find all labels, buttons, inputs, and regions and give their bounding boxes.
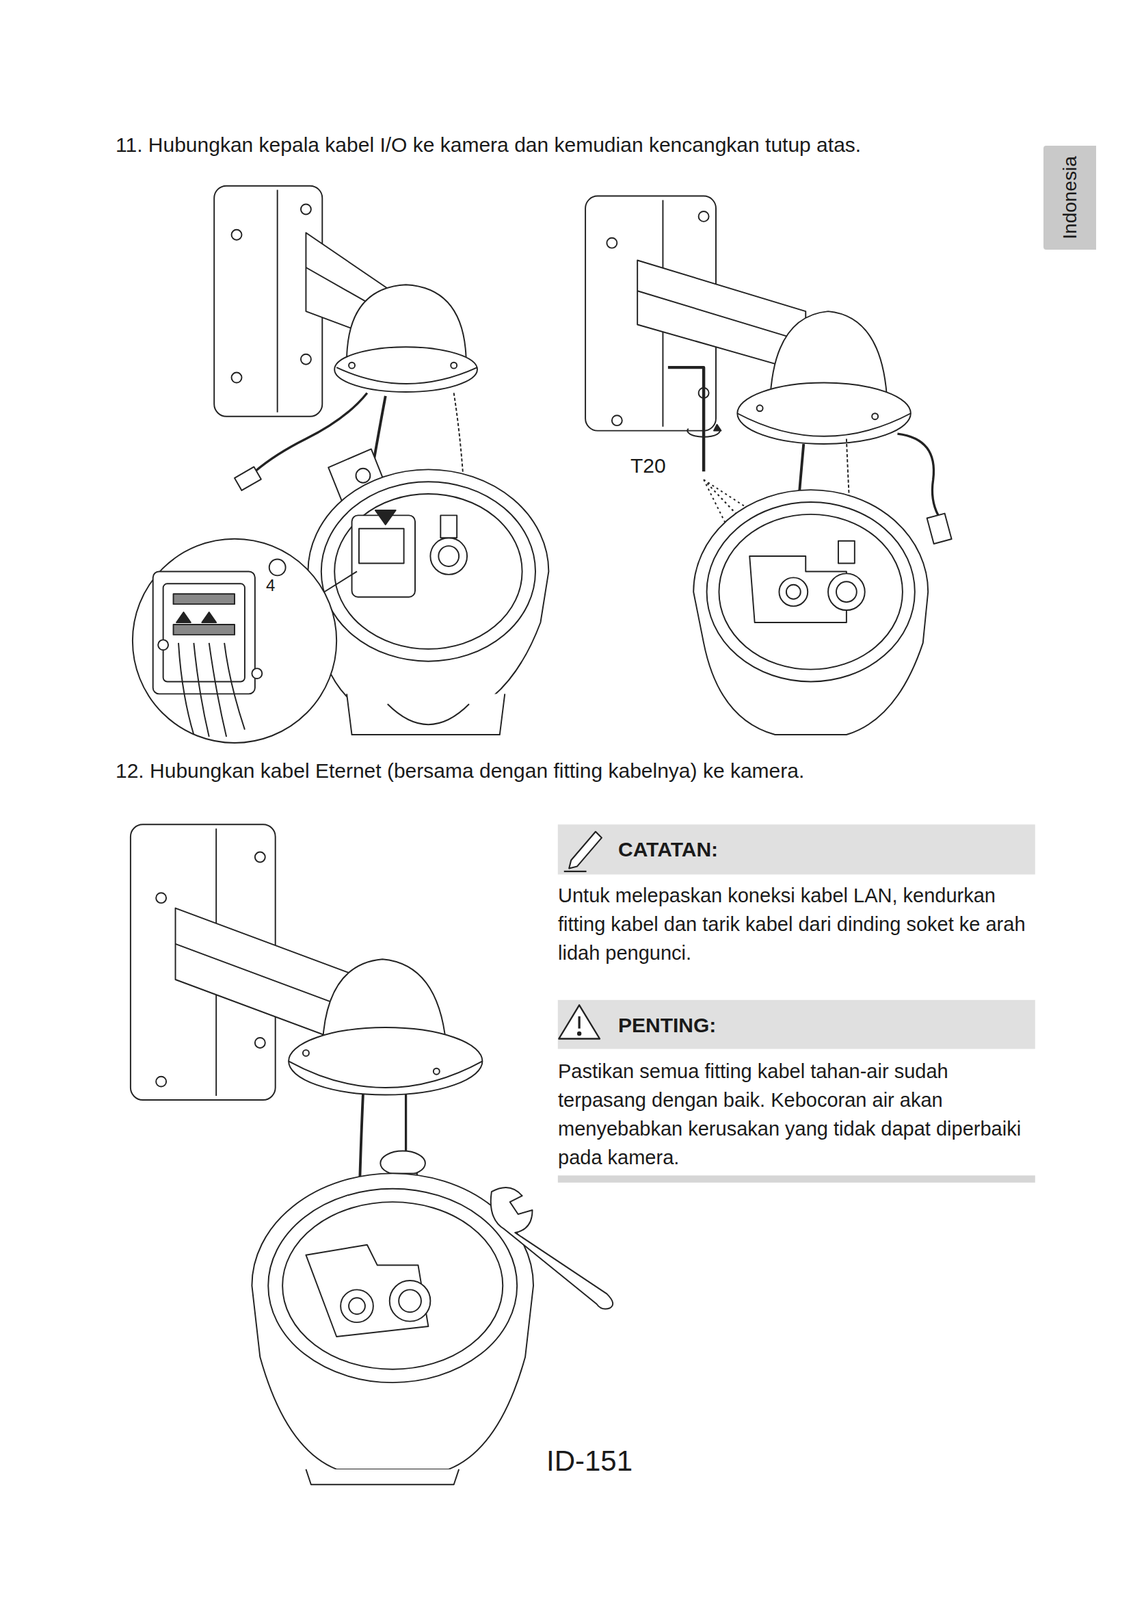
camera-housing <box>693 489 928 735</box>
pencil-icon <box>568 831 602 869</box>
camera-housing <box>307 469 549 719</box>
language-tab: Indonesia <box>1043 145 1097 250</box>
tab-label: Indonesia <box>1059 155 1082 239</box>
note-text: Untuk melepaskan koneksi kabel LAN, kend… <box>557 880 1037 967</box>
detail-magnifier <box>132 538 337 743</box>
cable-fitting <box>380 1150 426 1176</box>
note-heading: PENTING: <box>557 999 1037 1050</box>
note-rule <box>557 1174 1036 1182</box>
warning-icon <box>558 1004 600 1039</box>
callout-number: 4 <box>265 575 275 595</box>
page-number: ID-151 <box>546 1444 633 1478</box>
wrench <box>490 1187 613 1309</box>
warning-box: PENTING: Pastikan semua fitting kabel tah… <box>557 999 1037 1179</box>
note-box: CATATAN: Untuk melepaskan koneksi kabel L… <box>557 823 1037 974</box>
camera-housing <box>251 1172 534 1469</box>
note-text: Pastikan semua fitting kabel tahan-air s… <box>557 1056 1037 1172</box>
note-heading: CATATAN: <box>557 823 1037 874</box>
step-instruction: 11. Hubungkan kepala kabel I/O ke kamera… <box>115 133 861 157</box>
dome-cap <box>346 284 466 357</box>
t20-key <box>668 367 704 472</box>
tool-label: T20 <box>630 454 667 478</box>
step-instruction: 12. Hubungkan kabel Eternet (bersama den… <box>115 759 805 783</box>
